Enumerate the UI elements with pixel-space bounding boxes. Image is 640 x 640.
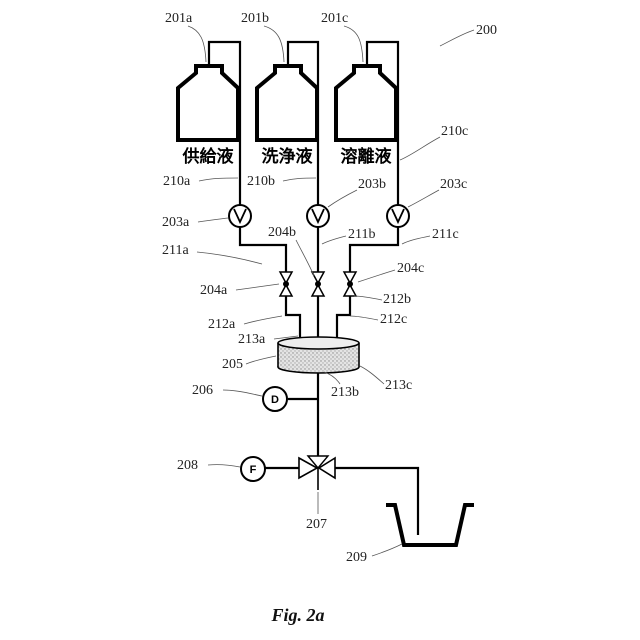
ref-207: 207 [306, 517, 327, 532]
pump-203a [229, 205, 251, 227]
ref-210c: 210c [441, 124, 468, 139]
ref-204a: 204a [200, 283, 228, 298]
ref-203c: 203c [440, 177, 467, 192]
bottle-label-supply: 供給液 [182, 146, 234, 167]
ref-213b: 213b [331, 385, 359, 400]
svg-text:D: D [271, 394, 279, 406]
ref-211b: 211b [348, 227, 375, 242]
waste-line [335, 468, 418, 535]
ref-206: 206 [192, 383, 213, 398]
ref-213a: 213a [238, 332, 266, 347]
ref-208: 208 [177, 458, 198, 473]
column-205 [278, 337, 359, 373]
bottle-label-wash: 洗浄液 [262, 146, 313, 167]
ref-211a: 211a [162, 243, 189, 258]
ref-201a: 201a [165, 11, 193, 26]
check-valve-204c [344, 272, 356, 296]
valve-207 [299, 456, 335, 490]
ref-212a: 212a [208, 317, 236, 332]
ref-200: 200 [476, 23, 497, 38]
ref-204b: 204b [268, 225, 296, 240]
ref-205: 205 [222, 357, 243, 372]
ref-210b: 210b [247, 174, 275, 189]
reference-labels: 201a 201b 201c 200 210a 210b 210c 203a 2… [162, 11, 497, 565]
ref-203b: 203b [358, 177, 386, 192]
ref-213c: 213c [385, 378, 412, 393]
detector-206: D [263, 387, 287, 411]
pump-203b [307, 205, 329, 227]
ref-203a: 203a [162, 215, 190, 230]
pump-203c [387, 205, 409, 227]
ref-210a: 210a [163, 174, 191, 189]
figure-caption: Fig. 2a [270, 605, 324, 625]
waste-container-209 [386, 505, 474, 545]
svg-text:F: F [250, 464, 257, 476]
bottle-label-elution: 溶離液 [341, 146, 392, 167]
ref-209: 209 [346, 550, 367, 565]
line-212c [337, 296, 350, 340]
ref-212b: 212b [383, 292, 411, 307]
line-212a [286, 296, 300, 340]
fraction-collector-208: F [241, 457, 265, 481]
ref-212c: 212c [380, 312, 407, 327]
check-valve-204a [280, 272, 292, 296]
ref-201c: 201c [321, 11, 348, 26]
ref-204c: 204c [397, 261, 424, 276]
ref-201b: 201b [241, 11, 269, 26]
ref-211c: 211c [432, 227, 459, 242]
